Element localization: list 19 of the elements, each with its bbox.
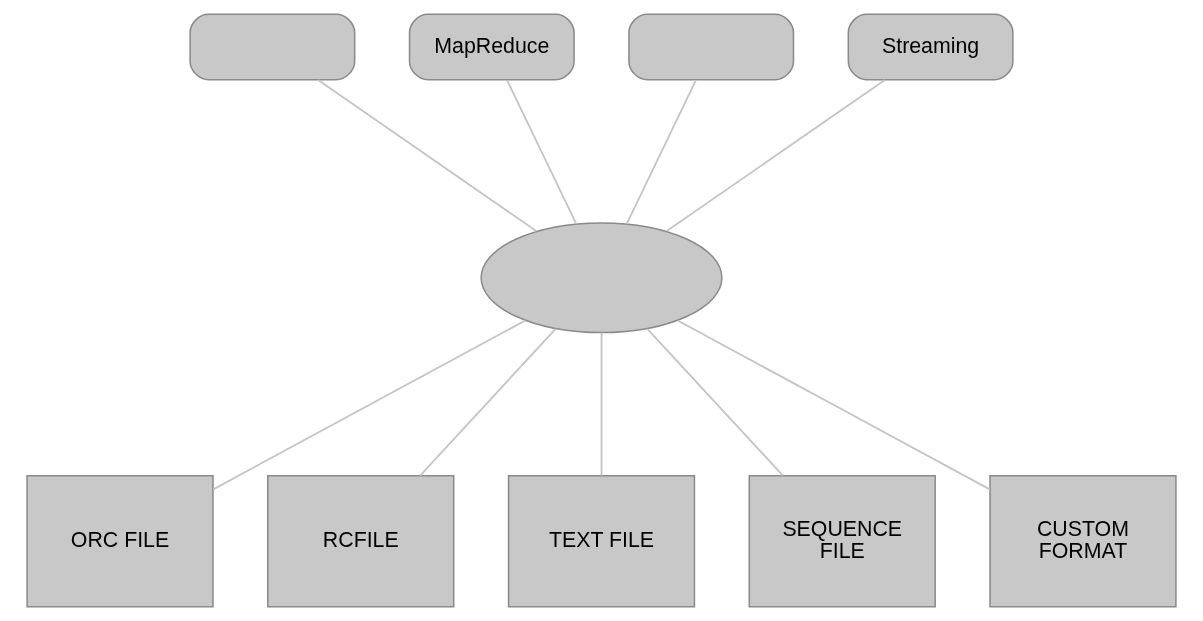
node-box: RCFILE [267, 475, 455, 608]
node-box: TEXT FILE [507, 475, 696, 608]
connector [665, 79, 886, 232]
connector [419, 327, 557, 477]
connector [212, 319, 527, 491]
node-box: SEQUENCE FILE [748, 475, 936, 608]
connector [625, 79, 697, 225]
node-box: ORC FILE [26, 475, 214, 608]
connector [646, 327, 784, 477]
node-box [189, 13, 356, 81]
node-ellipse [480, 222, 723, 334]
connector [600, 331, 603, 477]
node-box: CUSTOM FORMAT [989, 475, 1177, 608]
node-box: MapReduce [408, 13, 575, 81]
connector [506, 79, 578, 225]
connector [317, 79, 538, 232]
connector [676, 319, 991, 491]
node-box: Streaming [847, 13, 1014, 81]
node-box [628, 13, 795, 81]
